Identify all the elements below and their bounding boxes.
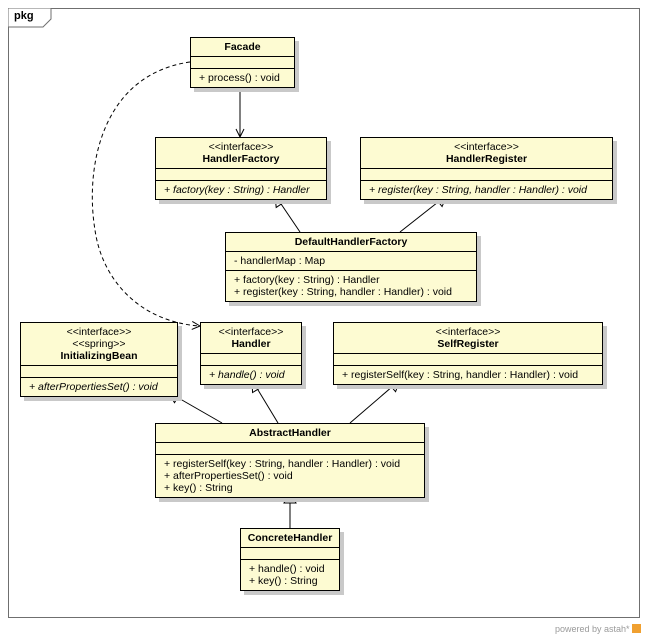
realization-default-handlerregister [399, 194, 448, 233]
package-tab [8, 8, 52, 28]
footer-text: powered by astah* [555, 624, 630, 634]
operations-compartment: + register(key : String, handler : Handl… [361, 181, 612, 199]
operations-compartment: + handle() : void [201, 366, 301, 384]
attributes-compartment: - handlerMap : Map [226, 252, 476, 271]
astah-logo-icon [631, 624, 641, 633]
class-name: Facade [224, 41, 261, 53]
attributes-compartment [156, 169, 326, 181]
package-frame [8, 8, 640, 618]
class-name: ConcreteHandler [247, 532, 333, 544]
class-name: InitializingBean [60, 350, 138, 362]
class-abstract-handler[interactable]: AbstractHandler + registerSelf(key : Str… [155, 423, 425, 498]
class-name: HandlerFactory [202, 153, 280, 165]
realization-abstract-initializingbean [167, 391, 223, 424]
realization-default-handlerfactory [274, 194, 301, 233]
operation: + afterPropertiesSet() : void [29, 381, 158, 393]
attributes-compartment [361, 169, 612, 181]
interface-initializing-bean[interactable]: <<interface>> <<spring>> InitializingBea… [20, 322, 178, 397]
stereotype: <<interface>> [454, 141, 519, 153]
operation: + register(key : String, handler : Handl… [234, 286, 452, 298]
operation: + factory(key : String) : Handler [164, 184, 310, 196]
operations-compartment: + registerSelf(key : String, handler : H… [156, 455, 424, 497]
class-name: AbstractHandler [249, 427, 331, 439]
stereotype: <<interface>> [218, 326, 284, 338]
operation: + register(key : String, handler : Handl… [369, 184, 587, 196]
attributes-compartment [156, 443, 424, 455]
operations-compartment: + handle() : void + key() : String [241, 560, 339, 590]
operation: + afterPropertiesSet() : void [164, 470, 293, 482]
attributes-compartment [21, 366, 177, 378]
operations-compartment: + factory(key : String) : Handler + regi… [226, 271, 476, 301]
class-facade[interactable]: Facade + process() : void [190, 37, 295, 88]
stereotype: <<interface>> [435, 326, 501, 338]
operations-compartment: + afterPropertiesSet() : void [21, 378, 177, 396]
operation: + registerSelf(key : String, handler : H… [164, 458, 401, 470]
interface-handler-factory[interactable]: <<interface>> HandlerFactory + factory(k… [155, 137, 327, 200]
class-name: DefaultHandlerFactory [294, 236, 408, 248]
operation: + factory(key : String) : Handler [234, 274, 380, 286]
realization-abstract-selfregister [349, 379, 401, 424]
operation: + process() : void [199, 72, 280, 84]
footer-credit: powered by astah* [555, 624, 641, 634]
dependency-facade-handler [91, 61, 200, 326]
interface-handler[interactable]: <<interface>> Handler + handle() : void [200, 322, 302, 385]
attributes-compartment [201, 354, 301, 366]
package-label: pkg [14, 10, 34, 22]
realization-abstract-handler [251, 379, 279, 424]
class-concrete-handler[interactable]: ConcreteHandler + handle() : void + key(… [240, 528, 340, 591]
operations-compartment: + registerSelf(key : String, handler : H… [334, 366, 602, 384]
class-name: Handler [231, 338, 271, 350]
stereotype: <<interface>> [208, 141, 274, 153]
operation: + registerSelf(key : String, handler : H… [342, 369, 579, 381]
class-name: SelfRegister [437, 338, 499, 350]
attributes-compartment [191, 57, 294, 69]
operation: + key() : String [164, 482, 233, 494]
operation: + key() : String [249, 575, 318, 587]
interface-handler-register[interactable]: <<interface>> HandlerRegister + register… [360, 137, 613, 200]
attributes-compartment [241, 548, 339, 560]
operation: + handle() : void [249, 563, 325, 575]
stereotype: <<interface>> [66, 326, 132, 338]
interface-self-register[interactable]: <<interface>> SelfRegister + registerSel… [333, 322, 603, 385]
class-default-handler-factory[interactable]: DefaultHandlerFactory - handlerMap : Map… [225, 232, 477, 302]
operations-compartment: + process() : void [191, 69, 294, 87]
operation: + handle() : void [209, 369, 285, 381]
attributes-compartment [334, 354, 602, 366]
operations-compartment: + factory(key : String) : Handler [156, 181, 326, 199]
stereotype-spring: <<spring>> [72, 338, 126, 350]
attribute: - handlerMap : Map [234, 255, 326, 267]
class-name: HandlerRegister [445, 153, 528, 165]
